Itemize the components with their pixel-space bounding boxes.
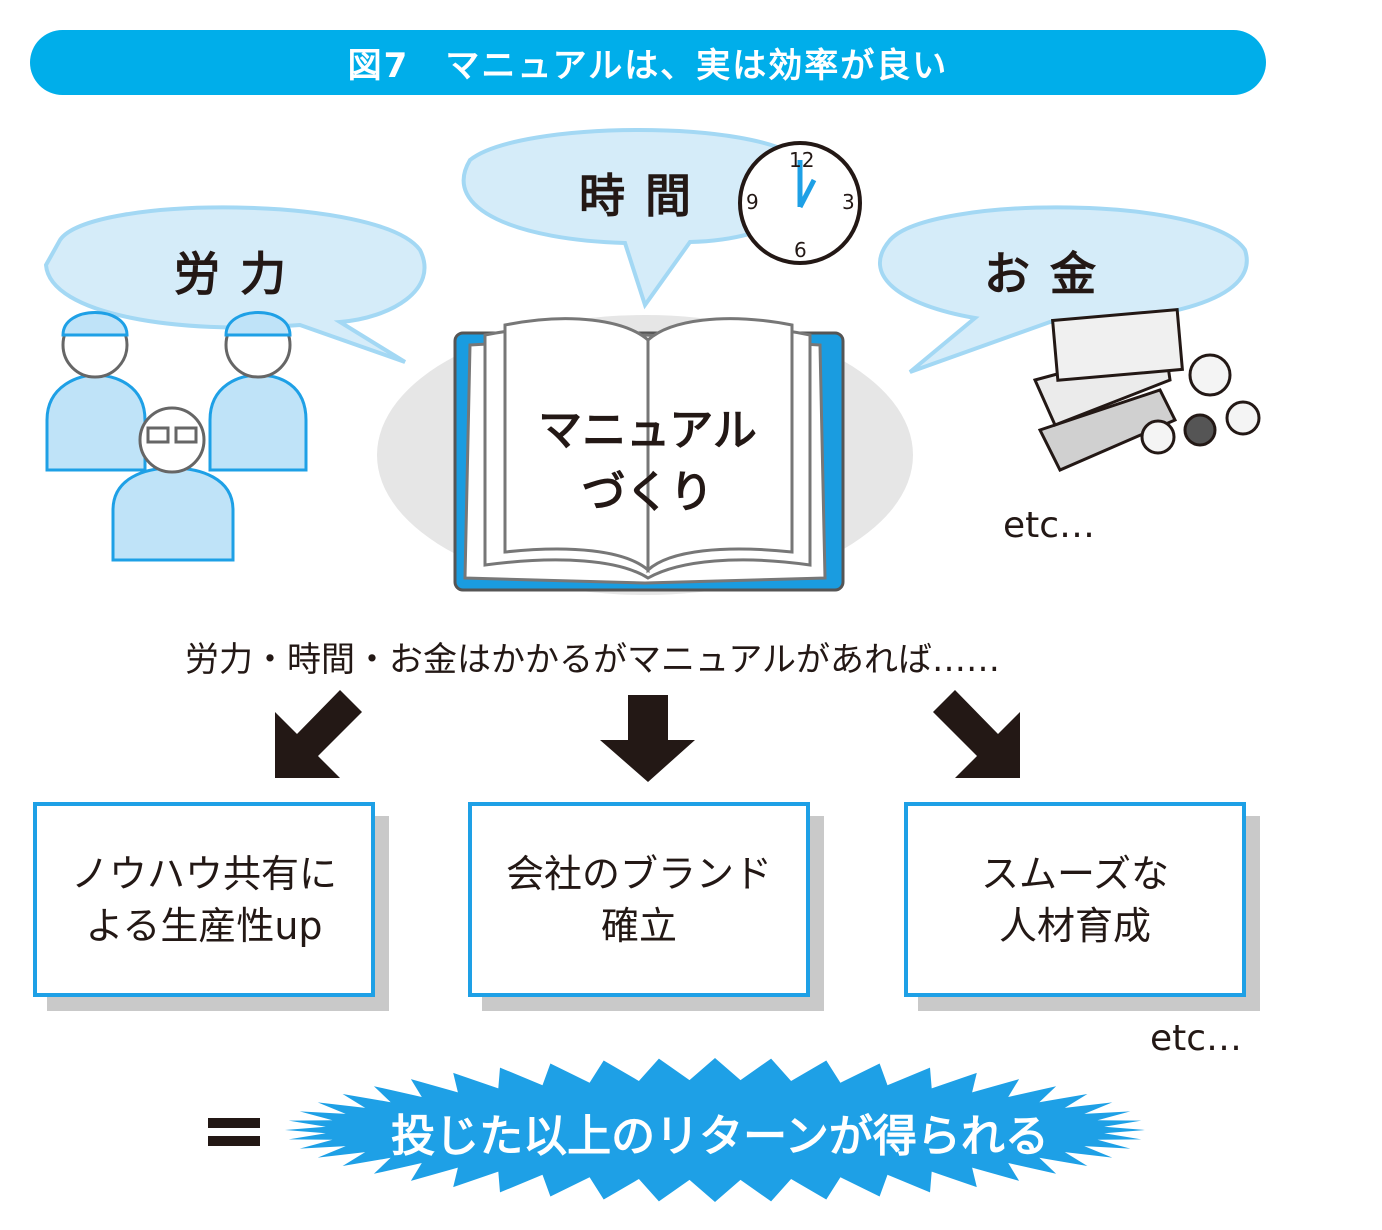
- result-text: 投じた以上のリターンが得られる: [391, 1111, 1049, 1162]
- box-line1: 会社のブランド: [505, 851, 772, 896]
- etc-money: etc…: [1003, 505, 1096, 546]
- box-line2: 確立: [600, 903, 677, 948]
- clock-number-6: 6: [794, 238, 807, 262]
- book-title-line2: づくり: [581, 467, 714, 518]
- bubble-label-time: 時間: [579, 169, 711, 223]
- arrow-down-right-icon: [933, 690, 1020, 778]
- benefit-box-knowhow: ノウハウ共有による生産性up: [33, 802, 375, 997]
- clock-icon: [738, 141, 862, 265]
- clock-number-12: 12: [789, 148, 815, 172]
- arrow-down-icon: [600, 695, 695, 782]
- book-title-line1: マニュアル: [538, 405, 757, 456]
- money-illustration: [1032, 307, 1261, 472]
- box-line2: 人材育成: [998, 903, 1151, 948]
- summary-sentence: 労力・時間・お金はかかるがマニュアルがあれば……: [185, 640, 1000, 680]
- open-book-icon: [453, 317, 845, 592]
- bubble-label-labor: 労力: [174, 247, 306, 301]
- clock-number-9: 9: [746, 190, 759, 214]
- box-line2: よる生産性up: [85, 903, 323, 948]
- arrow-down-left-icon: [275, 690, 362, 778]
- benefit-box-brand: 会社のブランド確立: [468, 802, 810, 997]
- equals-sign: [208, 1118, 260, 1146]
- workers-illustration: [45, 311, 308, 562]
- speech-bubble-labor: [43, 205, 427, 364]
- bubble-label-money: お金: [984, 247, 1116, 301]
- clock-number-3: 3: [842, 190, 855, 214]
- speech-bubble-money: [878, 205, 1249, 374]
- etc-boxes: etc…: [1150, 1018, 1243, 1059]
- box-line1: スムーズな: [980, 851, 1170, 896]
- figure-title: 図7 マニュアルは、実は効率が良い: [30, 30, 1266, 95]
- starburst-shape: [285, 1058, 1145, 1202]
- box-line1: ノウハウ共有に: [70, 851, 337, 896]
- benefit-box-training: スムーズな人材育成: [904, 802, 1246, 997]
